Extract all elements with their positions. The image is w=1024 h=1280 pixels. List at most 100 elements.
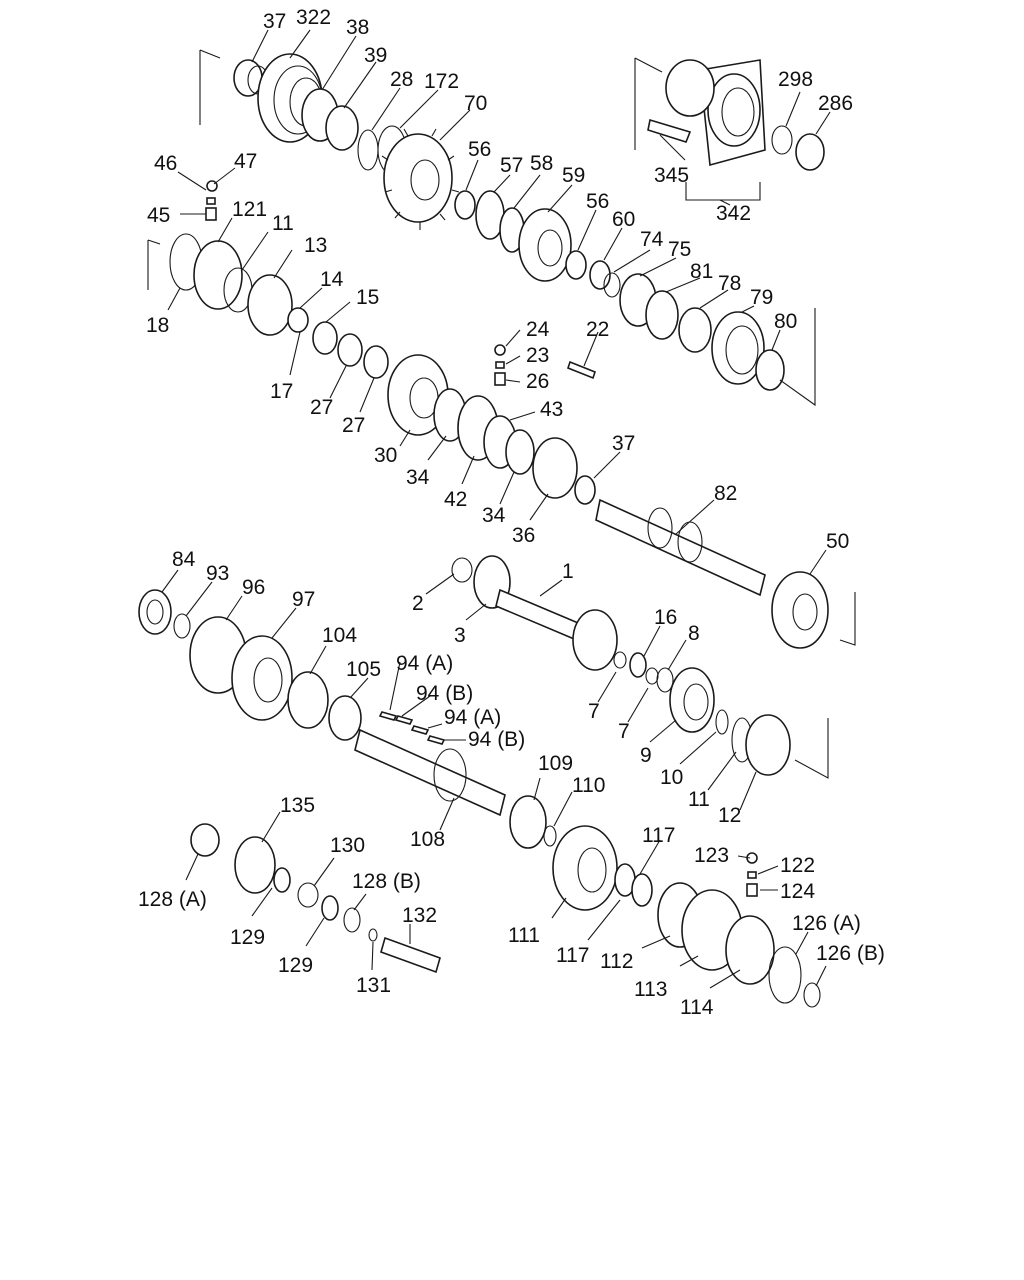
label-121: 121 xyxy=(232,198,267,221)
cover-12 xyxy=(745,714,791,776)
label-70: 70 xyxy=(464,92,487,115)
bushing-128-a xyxy=(190,823,220,857)
label-111: 111 xyxy=(508,924,540,947)
bearing-27-a xyxy=(337,333,363,367)
label-94-b-2: 94 (B) xyxy=(468,728,525,751)
hub-114 xyxy=(725,915,775,985)
label-8: 8 xyxy=(688,622,700,645)
label-286: 286 xyxy=(818,92,853,115)
ring-131 xyxy=(368,928,378,942)
label-26: 26 xyxy=(526,370,549,393)
label-11-a: 11 xyxy=(272,212,294,235)
part-labels: 37 322 38 39 28 172 70 298 286 345 342 4… xyxy=(138,6,885,1019)
ring-8 xyxy=(656,667,674,693)
snap-ring-10 xyxy=(715,709,729,735)
label-128-b: 128 (B) xyxy=(352,870,421,893)
label-28: 28 xyxy=(390,68,413,91)
label-17: 17 xyxy=(270,380,293,403)
ring-93 xyxy=(173,613,191,639)
label-172: 172 xyxy=(424,70,459,93)
label-128-a: 128 (A) xyxy=(138,888,207,911)
label-7-b: 7 xyxy=(618,720,630,743)
label-126-b: 126 (B) xyxy=(816,942,885,965)
gear-97 xyxy=(231,635,293,721)
label-122: 122 xyxy=(780,854,815,877)
gear-36 xyxy=(532,437,578,499)
label-56-b: 56 xyxy=(586,190,609,213)
label-46: 46 xyxy=(154,152,177,175)
label-117-b: 117 xyxy=(556,944,589,967)
gear-59 xyxy=(518,208,572,282)
ring-110 xyxy=(543,825,557,847)
bearing-84 xyxy=(138,589,172,635)
collar-60 xyxy=(589,260,611,290)
label-82: 82 xyxy=(714,482,737,505)
label-124: 124 xyxy=(780,880,815,903)
o-ring-298 xyxy=(771,125,793,155)
label-34-b: 34 xyxy=(482,504,506,527)
collar-15 xyxy=(312,321,338,355)
idler-shaft-132 xyxy=(380,936,441,974)
label-47: 47 xyxy=(234,150,257,173)
label-78: 78 xyxy=(718,272,741,295)
label-57: 57 xyxy=(500,154,523,177)
bearing-37-mid xyxy=(574,475,596,505)
label-16: 16 xyxy=(654,606,677,629)
bearing-129-a xyxy=(273,867,291,893)
label-13: 13 xyxy=(304,234,327,257)
label-94-a-1: 94 (A) xyxy=(396,652,453,675)
label-94-a-2: 94 (A) xyxy=(444,706,501,729)
washer-128-b xyxy=(343,907,361,933)
ring-126-a xyxy=(768,946,802,1004)
label-18: 18 xyxy=(146,314,169,337)
housing-assembly-342 xyxy=(634,57,825,206)
label-112: 112 xyxy=(600,950,633,973)
gear-50 xyxy=(771,571,829,649)
label-30: 30 xyxy=(374,444,397,467)
label-27-b: 27 xyxy=(342,414,365,437)
label-42: 42 xyxy=(444,488,467,511)
label-15: 15 xyxy=(356,286,379,309)
gear-70 xyxy=(383,133,453,223)
label-298: 298 xyxy=(778,68,813,91)
label-345: 345 xyxy=(654,164,689,187)
label-43: 43 xyxy=(540,398,563,421)
label-10: 10 xyxy=(660,766,683,789)
label-123: 123 xyxy=(694,844,729,867)
label-38: 38 xyxy=(346,16,369,39)
bearing-109 xyxy=(509,795,547,849)
label-12: 12 xyxy=(718,804,741,827)
label-74: 74 xyxy=(640,228,664,251)
gear-39 xyxy=(325,105,359,151)
washer-74 xyxy=(603,272,621,298)
gear-105 xyxy=(328,695,362,741)
label-56-a: 56 xyxy=(468,138,491,161)
label-45: 45 xyxy=(147,204,170,227)
label-342: 342 xyxy=(716,202,751,225)
label-109: 109 xyxy=(538,752,573,775)
label-34-a: 34 xyxy=(406,466,430,489)
gear-111 xyxy=(552,825,618,911)
snap-ring-2 xyxy=(451,557,473,583)
label-117-a: 117 xyxy=(642,824,675,847)
label-3: 3 xyxy=(454,624,466,647)
gear-81 xyxy=(645,290,679,340)
label-126-a: 126 (A) xyxy=(792,912,861,935)
upper-shaft-assembly xyxy=(199,49,816,407)
label-96: 96 xyxy=(242,576,265,599)
label-135: 135 xyxy=(280,794,315,817)
label-110: 110 xyxy=(572,774,605,797)
label-94-b-1: 94 (B) xyxy=(416,682,473,705)
label-104: 104 xyxy=(322,624,357,647)
label-80: 80 xyxy=(774,310,797,333)
snap-ring-28 xyxy=(357,129,379,171)
label-7-a: 7 xyxy=(588,700,600,723)
label-9: 9 xyxy=(640,744,652,767)
label-14: 14 xyxy=(320,268,344,291)
label-93: 93 xyxy=(206,562,229,585)
label-37-top: 37 xyxy=(263,10,286,33)
bearing-27-b xyxy=(363,345,389,379)
reverse-idler-assembly xyxy=(190,823,821,1008)
